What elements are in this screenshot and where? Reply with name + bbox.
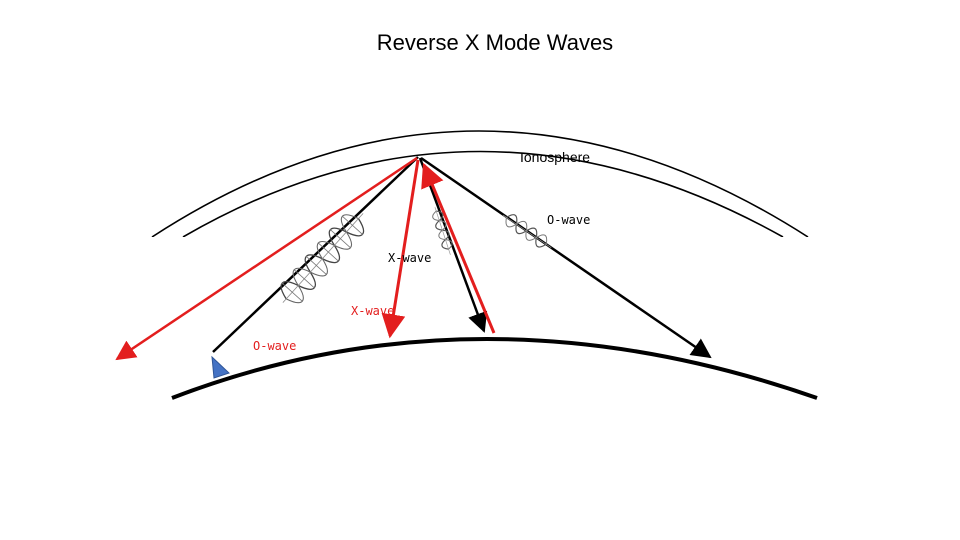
- x-wave-ray-up: [421, 162, 496, 334]
- wave-helix-icon: [432, 207, 453, 255]
- transmitter-icon: [211, 355, 230, 379]
- x-wave-ray-left: [115, 156, 418, 361]
- ionosphere-inner-arc: [182, 150, 784, 237]
- earth-surface: [171, 337, 818, 400]
- x-mode-rays: [115, 156, 496, 361]
- o-wave-ray-down: [420, 156, 712, 359]
- x-wave-label-upper: X-wave: [388, 251, 431, 265]
- o-wave-ray-up: [212, 156, 419, 353]
- x-wave-label-lower: X-wave: [351, 304, 394, 318]
- x-wave-ray-down: [381, 159, 420, 339]
- ionosphere-outer-arc: [151, 130, 809, 237]
- wave-helix-icon: [280, 213, 365, 304]
- ionosphere-label: Ionosphere: [520, 149, 590, 165]
- page-title: Reverse X Mode Waves: [376, 30, 614, 55]
- o-wave-label-lower: O-wave: [253, 339, 296, 353]
- wave-helix-icon: [502, 214, 552, 248]
- ionosphere-layers: [151, 130, 809, 237]
- o-wave-label-upper: O-wave: [547, 213, 590, 227]
